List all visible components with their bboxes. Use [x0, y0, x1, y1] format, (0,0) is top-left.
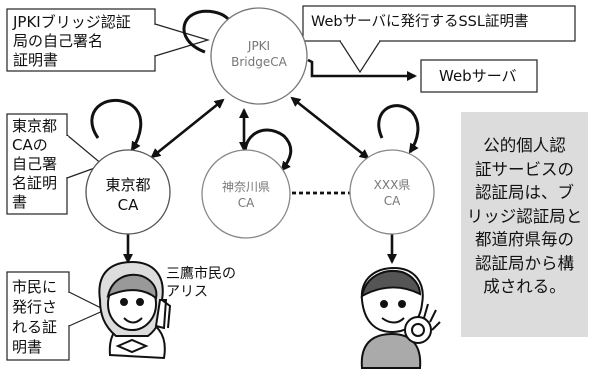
xxx-ca-node	[349, 149, 435, 235]
bridge-xxx-arrow	[290, 96, 370, 160]
citizen-cert-note: 市民に 発行さ れる証 明書	[12, 278, 58, 356]
callout-bridge-self-signed	[6, 8, 211, 72]
bridge-self-signed-note: JPKIブリッジ認証 局の自己署名 証明書	[13, 13, 131, 69]
tokyo-self-signed-note: 東京都 CAの 自己署 名証明 書	[12, 117, 58, 211]
summary-text: 公的個人認 証サービスの 認証局は、ブ リッジ認証局と 都道府県毎の 認証局から…	[466, 136, 583, 296]
alice-figure	[98, 260, 172, 360]
tokyo-self-loop	[90, 98, 143, 152]
person-figure	[360, 266, 441, 369]
kanagawa-ca-node	[201, 149, 291, 239]
callout-ssl-cert	[302, 5, 576, 74]
bridge-webserver-arrow	[307, 58, 417, 81]
callout-citizen-cert	[6, 271, 107, 361]
web-server-label: Webサーバ	[439, 67, 517, 85]
ssl-cert-note: Webサーバに発行するSSL証明書	[311, 14, 529, 30]
tokyo-ca-label: 東京都 CA	[105, 176, 151, 214]
xxx-self-loop	[377, 104, 420, 154]
trust-arrows	[123, 58, 417, 264]
summary-box	[461, 112, 588, 337]
kanagawa-ca-label: 神奈川県 CA	[221, 180, 270, 210]
bridge-ca-label: JPKI BridgeCA	[231, 39, 287, 69]
xxx-ca-label: XXX県 CA	[373, 178, 411, 208]
bridge-tokyo-arrow	[150, 98, 225, 159]
bridge-ca-node	[210, 7, 308, 105]
tokyo-ca-node	[85, 149, 171, 235]
alice-label: 三鷹市民の アリス	[166, 266, 236, 300]
web-server-box	[420, 59, 538, 93]
